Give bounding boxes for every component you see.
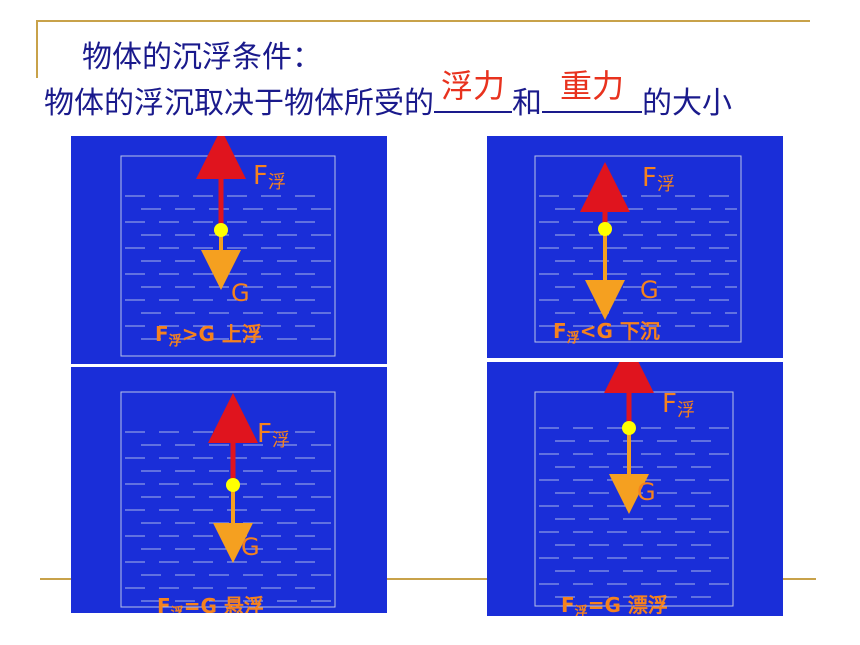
floating-object [226, 478, 240, 492]
buoyancy-label: F浮 [253, 161, 286, 193]
water-lines [539, 195, 737, 327]
buoyancy-label: F浮 [257, 419, 290, 451]
gravity-label: G [241, 533, 260, 561]
buoyancy-label: F浮 [642, 163, 675, 195]
gravity-label: G [231, 279, 250, 307]
panel-sinking: F浮 G F浮<G 下沉 [487, 136, 783, 358]
floating-object [214, 223, 228, 237]
buoyancy-label: F浮 [662, 389, 695, 421]
floating-object [622, 421, 636, 435]
water-lines [539, 427, 729, 598]
water-lines [125, 195, 331, 340]
panel-floating-diagram: F浮 G F浮=G 漂浮 [534, 362, 734, 616]
condition-label: F浮=G 悬浮 [157, 594, 264, 613]
answer-blank-gravity: 重力 [542, 67, 642, 113]
sentence-prefix: 物体的浮沉取决于物体所受的 [44, 86, 434, 121]
gravity-label: G [640, 276, 659, 304]
answer-blank-buoyancy: 浮力 [434, 67, 512, 113]
slide-heading: 物体的沉浮条件： [82, 40, 322, 75]
condition-label: F浮=G 漂浮 [561, 593, 668, 616]
answer-gravity: 重力 [559, 67, 624, 105]
gravity-label: G [637, 478, 656, 506]
fill-in-sentence: 物体的浮沉取决于物体所受的浮力和重力的大小 [44, 67, 732, 122]
top-rule [36, 20, 810, 22]
answer-buoyancy: 浮力 [440, 67, 505, 105]
panel-rising-diagram: F浮 G F浮>G 上浮 [120, 136, 336, 357]
panel-rising: F浮 G F浮>G 上浮 [71, 136, 387, 364]
condition-label: F浮<G 下沉 [553, 319, 660, 346]
beaker-outline [534, 155, 742, 343]
sentence-suffix: 的大小 [642, 86, 732, 121]
bottom-rule [40, 578, 816, 580]
panel-floating: F浮 G F浮=G 漂浮 [487, 362, 783, 616]
floating-object [598, 222, 612, 236]
panel-suspended-diagram: F浮 G F浮=G 悬浮 [120, 391, 336, 613]
panel-suspended: F浮 G F浮=G 悬浮 [71, 367, 387, 613]
left-rule [36, 20, 38, 78]
beaker-outline [120, 391, 336, 608]
water-lines [125, 431, 331, 602]
condition-label: F浮>G 上浮 [155, 322, 262, 349]
panel-sinking-diagram: F浮 G F浮<G 下沉 [534, 155, 742, 346]
sentence-middle: 和 [512, 86, 542, 121]
